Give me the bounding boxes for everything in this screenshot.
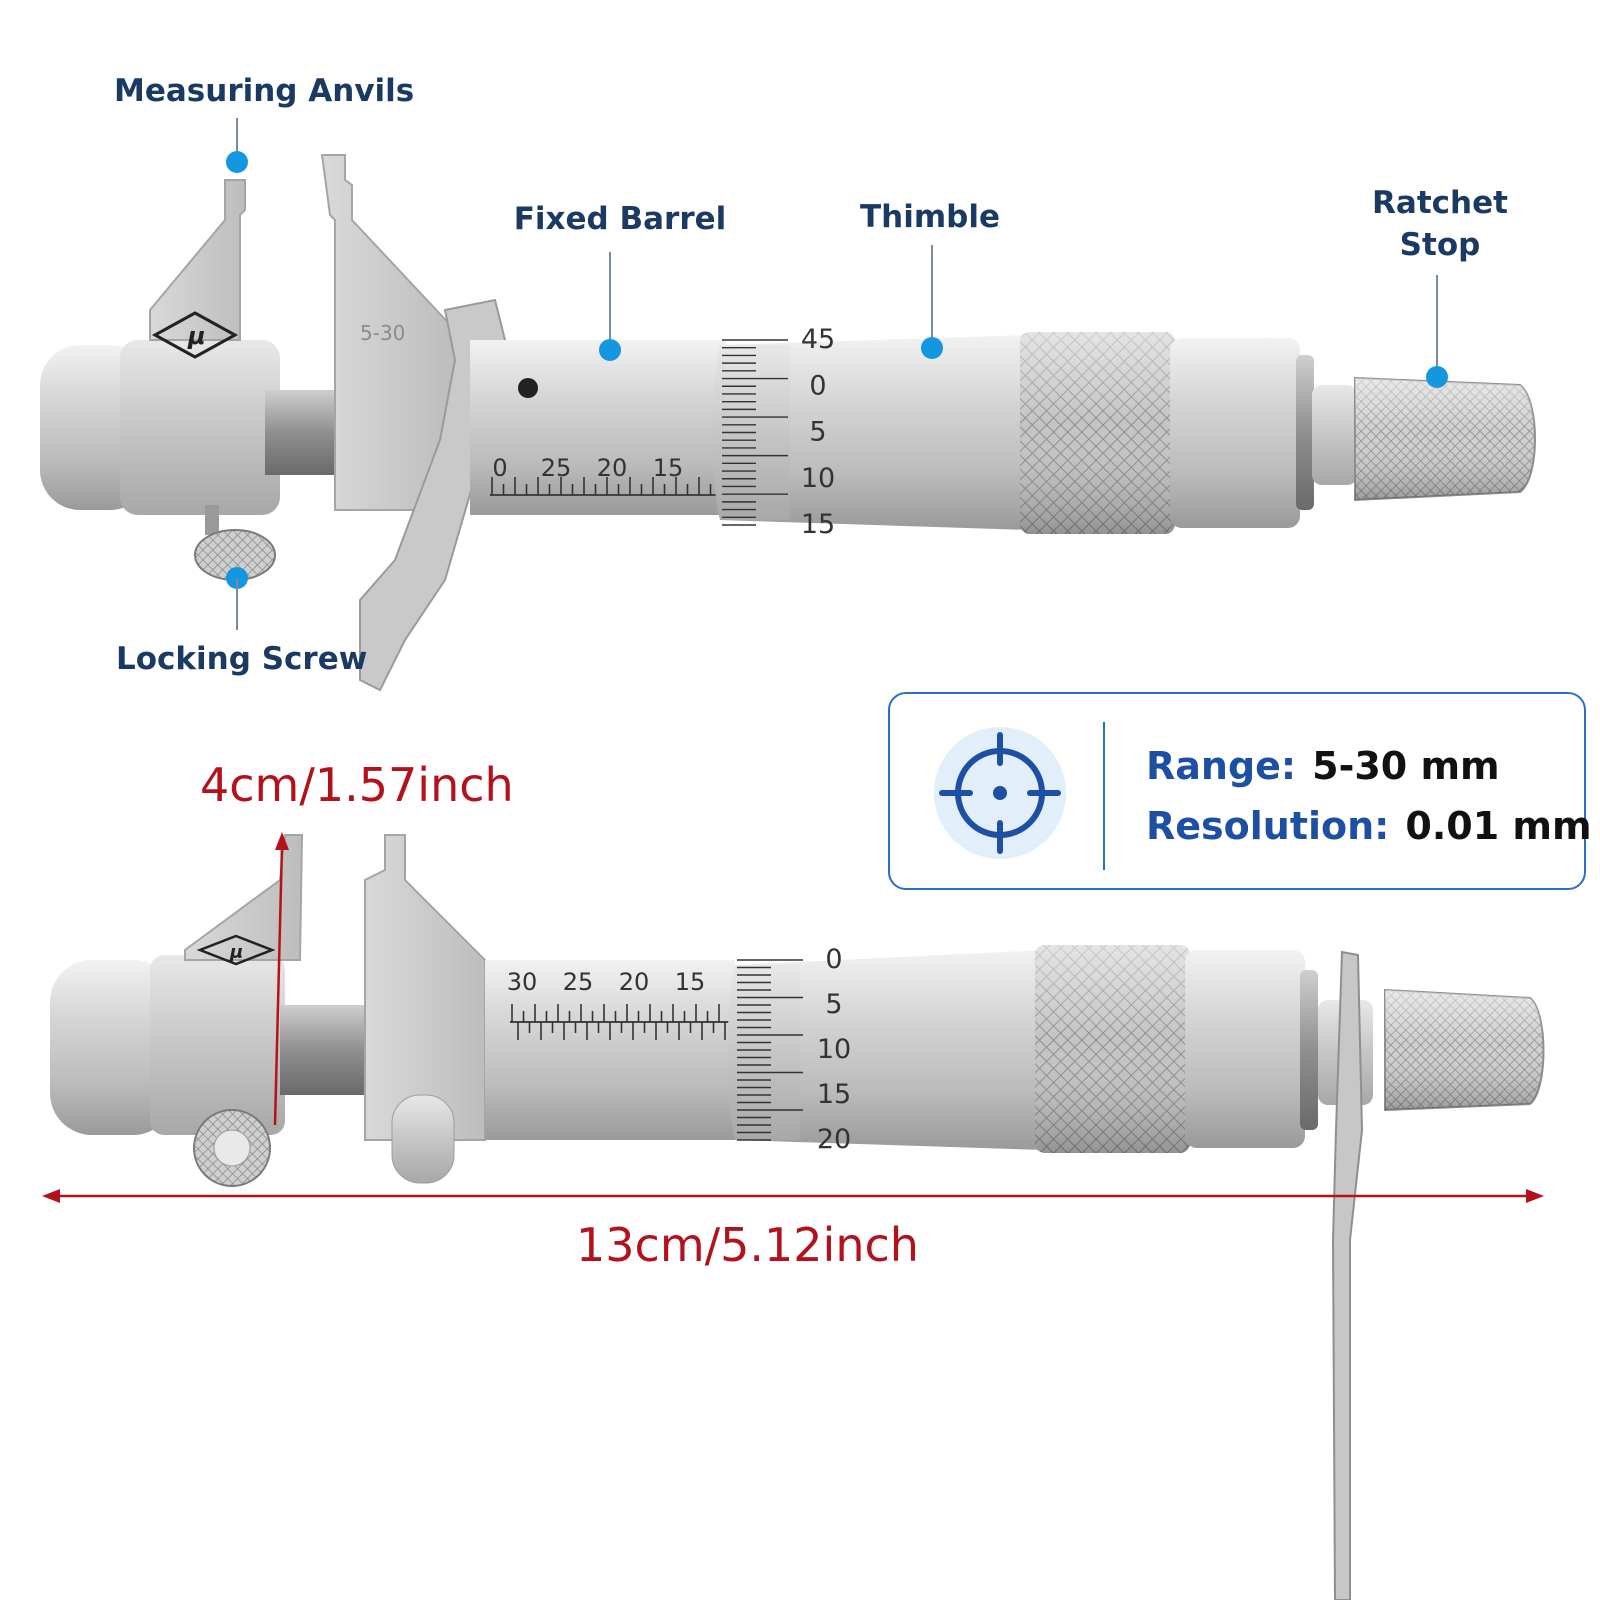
anvil-jaw-left bbox=[149, 179, 246, 341]
spindle bbox=[280, 1005, 370, 1095]
anvil-jaw-left bbox=[184, 834, 304, 961]
ratchet-collar bbox=[1296, 355, 1314, 510]
barrel-number: 15 bbox=[675, 968, 706, 996]
target-crosshair-icon bbox=[934, 727, 1066, 859]
ratchet-neck bbox=[1312, 385, 1357, 485]
barrel-number: 25 bbox=[563, 968, 594, 996]
thimble-scale-numbers: 0 5 10 15 20 bbox=[817, 944, 851, 1155]
thimble-number: 10 bbox=[817, 1034, 851, 1065]
thimble-number: 15 bbox=[817, 1079, 851, 1110]
dimension-length-label: 13cm/5.12inch bbox=[576, 1218, 919, 1272]
barrel-number: 25 bbox=[541, 454, 572, 482]
barrel-scale-ticks bbox=[511, 1004, 726, 1040]
locking-screw-stem bbox=[205, 505, 219, 535]
callout-dot-anvils bbox=[226, 151, 248, 173]
micrometer-logo-icon: μ bbox=[151, 311, 239, 359]
spec-resolution-row: Resolution: 0.01 mm bbox=[1146, 804, 1592, 848]
barrel-scale-numbers: 30 25 20 15 bbox=[507, 968, 706, 996]
callout-measuring-anvils: Measuring Anvils bbox=[114, 73, 415, 109]
end-cap bbox=[50, 960, 175, 1135]
thimble bbox=[720, 335, 1030, 530]
callout-markers bbox=[226, 118, 1448, 630]
barrel-scale-ticks bbox=[491, 477, 712, 495]
callout-ratchet-stop-line2: Stop bbox=[1399, 227, 1481, 263]
fixed-barrel bbox=[470, 340, 725, 515]
thimble-number: 10 bbox=[801, 463, 835, 494]
barrel-number: 20 bbox=[597, 454, 628, 482]
fixed-barrel bbox=[485, 960, 735, 1140]
thimble-number: 45 bbox=[801, 324, 835, 355]
barrel-hole bbox=[518, 378, 538, 398]
dimension-height-arrow bbox=[273, 832, 289, 1126]
adjusting-wrench bbox=[1331, 950, 1364, 1600]
locking-screw-face bbox=[213, 1129, 251, 1167]
grip-shading bbox=[1020, 332, 1175, 534]
spec-range-value: 5-30 mm bbox=[1312, 744, 1500, 788]
barrel-number: 15 bbox=[653, 454, 684, 482]
spec-resolution-label: Resolution: bbox=[1146, 804, 1390, 848]
anvil-jaw-right bbox=[364, 834, 486, 1141]
micrometer-top: μ 5-30 0 25 20 15 45 0 5 10 15 bbox=[40, 154, 1536, 692]
thimble bbox=[735, 950, 1045, 1150]
barrel-scale-numbers: 0 25 20 15 bbox=[492, 454, 683, 482]
ratchet-shading bbox=[1355, 378, 1535, 500]
callout-locking-screw: Locking Screw bbox=[116, 641, 368, 677]
dimension-height-label: 4cm/1.57inch bbox=[200, 758, 514, 812]
barrel-number: 30 bbox=[507, 968, 538, 996]
thimble-scale-ticks bbox=[737, 959, 803, 1141]
thimble-number: 20 bbox=[817, 1124, 851, 1155]
thimble-number: 5 bbox=[809, 417, 826, 448]
body-cylinder bbox=[120, 340, 280, 515]
ratchet-shading bbox=[1385, 990, 1544, 1110]
thimble-number: 5 bbox=[825, 989, 842, 1020]
frame-range-mark: 5-30 bbox=[360, 321, 405, 345]
ratchet-collar bbox=[1300, 970, 1318, 1130]
micrometer-bottom: μ 30 25 20 15 0 5 10 15 20 bbox=[50, 834, 1545, 1600]
callout-fixed-barrel: Fixed Barrel bbox=[513, 201, 727, 237]
thimble-end bbox=[1185, 950, 1305, 1148]
svg-text:μ: μ bbox=[187, 322, 206, 350]
thimble-bevel bbox=[727, 965, 800, 1140]
spec-card: Range: 5-30 mm Resolution: 0.01 mm bbox=[888, 692, 1592, 890]
thimble-scale-ticks bbox=[722, 339, 788, 526]
callout-dot-thimble bbox=[921, 337, 943, 359]
thimble-number: 15 bbox=[801, 509, 835, 540]
callout-ratchet-stop-line1: Ratchet bbox=[1372, 185, 1508, 221]
grip-shading bbox=[1035, 945, 1190, 1153]
spec-range-row: Range: 5-30 mm bbox=[1146, 744, 1500, 788]
svg-text:μ: μ bbox=[229, 942, 243, 963]
body-cylinder bbox=[150, 955, 285, 1135]
spec-range-label: Range: bbox=[1146, 744, 1297, 788]
callout-dot-ratchet bbox=[1426, 366, 1448, 388]
barrel-number: 0 bbox=[492, 454, 507, 482]
thimble-end bbox=[1170, 338, 1300, 528]
callout-dot-barrel bbox=[599, 339, 621, 361]
dimension-length-arrow bbox=[42, 1189, 1544, 1203]
lock-stop-knob bbox=[391, 1094, 455, 1184]
callout-thimble: Thimble bbox=[860, 199, 1000, 235]
spec-resolution-value: 0.01 mm bbox=[1405, 804, 1592, 848]
thimble-number: 0 bbox=[809, 370, 826, 401]
thimble-number: 0 bbox=[825, 944, 842, 975]
thimble-scale-numbers: 45 0 5 10 15 bbox=[801, 324, 835, 540]
spec-divider bbox=[1103, 722, 1105, 870]
micrometer-logo-icon: μ bbox=[196, 934, 276, 966]
barrel-number: 20 bbox=[619, 968, 650, 996]
